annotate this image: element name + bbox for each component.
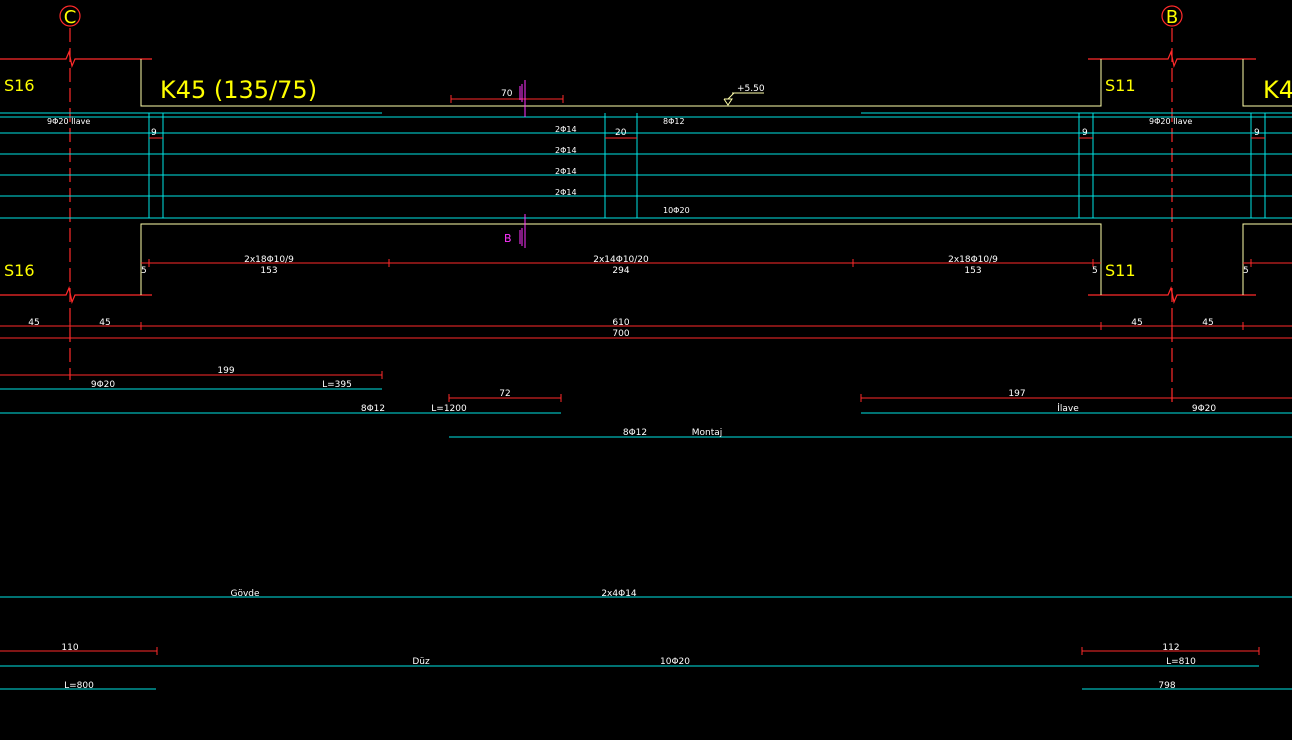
far-right-dim: 9 xyxy=(1254,128,1260,138)
beam-outline xyxy=(140,59,1292,295)
bar-bottom-right-len2: 798 xyxy=(1158,681,1175,691)
web-bar-label-4: 2Φ14 xyxy=(555,188,577,197)
rebar-elevation xyxy=(0,112,1292,219)
section-bottom-label: B xyxy=(504,232,512,245)
bar-top-mid-length: L=1200 xyxy=(431,404,467,414)
level-text: +5.50 xyxy=(737,84,765,94)
bar-bottom-name: Düz xyxy=(412,657,430,667)
bar-top-mid-len: 72 xyxy=(499,389,510,399)
stirrup-left-len: 153 xyxy=(260,266,277,276)
axis-c[interactable]: C xyxy=(59,5,81,28)
bar-bottom-left-length: L=800 xyxy=(64,681,94,691)
bar-montaj-name: Montaj xyxy=(692,428,723,438)
column-label-right-top[interactable]: S11 xyxy=(1105,76,1136,95)
left-support-dim: 9 xyxy=(151,128,157,138)
overall-dim-lines xyxy=(0,322,1292,342)
next-beam-title[interactable]: K4 xyxy=(1263,76,1292,104)
axis-b[interactable]: B xyxy=(1161,5,1183,28)
axis-b-label: B xyxy=(1166,7,1178,28)
dim-610: 610 xyxy=(612,318,629,328)
bar-montaj-spec: 8Φ12 xyxy=(623,428,647,438)
bar-top-right-len: 197 xyxy=(1008,389,1025,399)
bar-bottom-right-length: L=810 xyxy=(1166,657,1196,667)
column-label-left-bottom[interactable]: S16 xyxy=(4,261,35,280)
bar-top-left-spec: 9Φ20 xyxy=(91,380,116,390)
stirrup-right-len: 153 xyxy=(964,266,981,276)
axis-b-bubble xyxy=(1161,5,1183,27)
bar-top-right-name: İlave xyxy=(1057,403,1079,414)
web-bar-label-3: 2Φ14 xyxy=(555,167,577,176)
axis-c-label: C xyxy=(64,7,77,28)
stirrup-left-spec: 2x18Φ10/9 xyxy=(244,255,294,265)
bar-top-mid-spec: 8Φ12 xyxy=(361,404,385,414)
bar-bottom-right-len: 112 xyxy=(1162,643,1179,653)
top-right-extra-label: 9Φ20 İlave xyxy=(1149,116,1192,126)
column-break-lines xyxy=(0,50,1256,304)
bar-top-left-len: 199 xyxy=(217,366,234,376)
column-label-left-top[interactable]: S16 xyxy=(4,76,35,95)
axis-c-bubble xyxy=(59,5,81,27)
stirrup-mid-len: 294 xyxy=(612,266,629,276)
dim-45-a: 45 xyxy=(28,318,39,328)
web-bar-label-1: 2Φ14 xyxy=(555,125,577,134)
bar-govde-spec: 2x4Φ14 xyxy=(601,589,637,599)
top-left-extra-label: 9Φ20 İlave xyxy=(47,116,90,126)
stirrup-right-offset: 5 xyxy=(1092,266,1098,276)
dim-45-c: 45 xyxy=(1131,318,1142,328)
beam-title[interactable]: K45 (135/75) xyxy=(160,76,317,104)
bar-govde-name: Gövde xyxy=(230,589,260,599)
bar-top-left-length: L=395 xyxy=(322,380,352,390)
section-top-label: 70 xyxy=(501,89,513,99)
right-support-dim: 9 xyxy=(1082,128,1088,138)
bar-bottom-left-len: 110 xyxy=(61,643,78,653)
dim-45-b: 45 xyxy=(99,318,110,328)
bottom-bars-label: 10Φ20 xyxy=(663,206,690,215)
level-marker: +5.50 xyxy=(723,84,765,106)
top-mid-bars-label: 8Φ12 xyxy=(663,117,685,126)
stirrup-far-right-offset: 5 xyxy=(1243,266,1249,276)
stirrup-right-spec: 2x18Φ10/9 xyxy=(948,255,998,265)
bar-bottom-spec: 10Φ20 xyxy=(660,657,690,667)
mid-gap-dim: 20 xyxy=(615,128,627,138)
column-label-right-bottom[interactable]: S11 xyxy=(1105,261,1136,280)
stirrup-mid-spec: 2x14Φ10/20 xyxy=(593,255,649,265)
dim-total: 700 xyxy=(612,329,629,339)
elevation-dims xyxy=(149,95,1265,139)
bar-top-right-spec: 9Φ20 xyxy=(1192,404,1217,414)
web-bar-label-2: 2Φ14 xyxy=(555,146,577,155)
dim-45-d: 45 xyxy=(1202,318,1213,328)
bar-schedule-dims xyxy=(0,371,1292,655)
bar-schedule-rebars xyxy=(0,388,1292,690)
section-mark-bottom[interactable]: B xyxy=(504,214,526,248)
stirrup-left-offset: 5 xyxy=(141,266,147,276)
section-mark-top[interactable]: 70 xyxy=(501,80,526,117)
stirrup-dim-line xyxy=(141,259,1292,267)
